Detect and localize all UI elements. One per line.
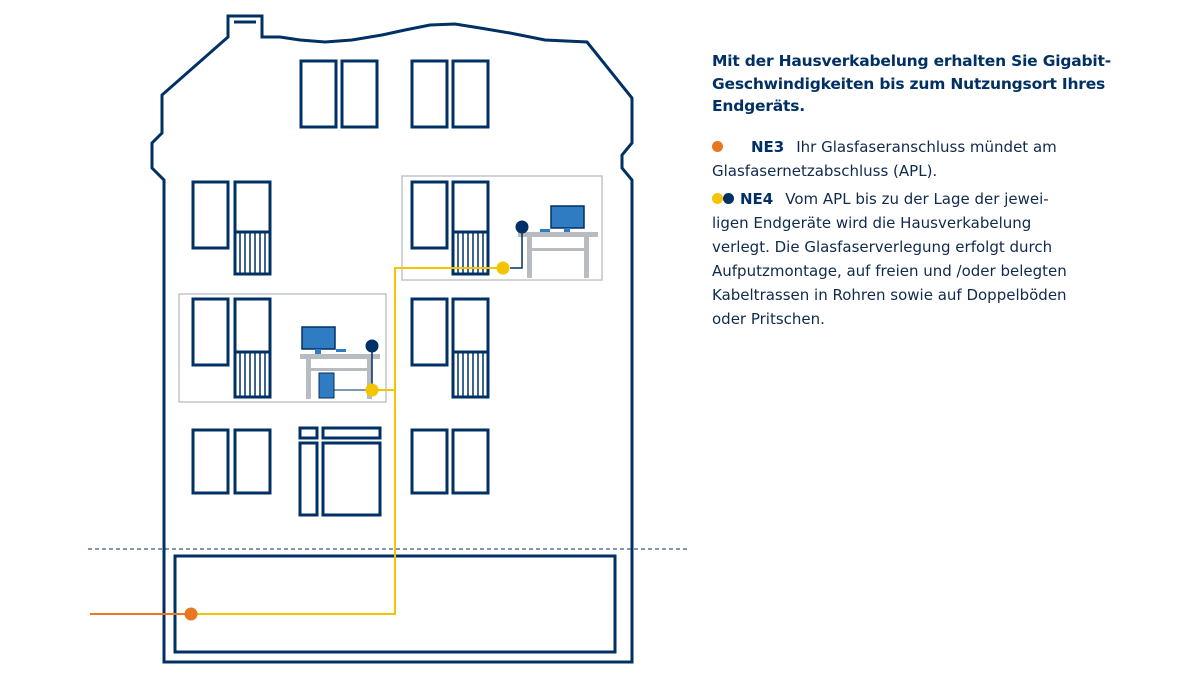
windows-ground [191, 428, 490, 495]
legend-ne3-dots [712, 135, 723, 159]
radiators [235, 230, 488, 397]
device-dot-navy [365, 339, 379, 353]
computer-tower-icon [318, 372, 335, 399]
legend-ne4-dots [712, 187, 734, 211]
headline: Mit der Hausverkabelung erhalten Sie Gig… [712, 52, 1111, 115]
monitor-icon [301, 326, 336, 350]
orange-dot-icon [712, 140, 723, 152]
front-door [298, 426, 382, 517]
desk-upper [510, 205, 598, 278]
device-dot-navy [515, 220, 529, 234]
room-middle-left [178, 293, 387, 403]
outlet-dot-yellow [496, 261, 510, 275]
fiber-cable-ne4 [191, 389, 396, 615]
legend-ne4-code: NE4 [740, 189, 774, 208]
navy-dot-icon [723, 192, 734, 204]
legend-ne3-code: NE3 [751, 137, 785, 156]
outlet-dot-yellow [365, 383, 379, 397]
desk-middle [300, 326, 380, 399]
windows-first [191, 297, 490, 399]
windows-second [191, 180, 490, 276]
monitor-icon [550, 205, 585, 229]
apl-dot-orange [184, 607, 198, 621]
building-diagram [88, 14, 690, 664]
yellow-dot-icon [712, 192, 723, 204]
windows-top [299, 59, 490, 129]
house-outline [150, 14, 634, 664]
info-panel: Mit der Hausverkabelung erhalten Sie Gig… [712, 50, 1152, 335]
fiber-cable-ne4-upper [394, 267, 503, 390]
